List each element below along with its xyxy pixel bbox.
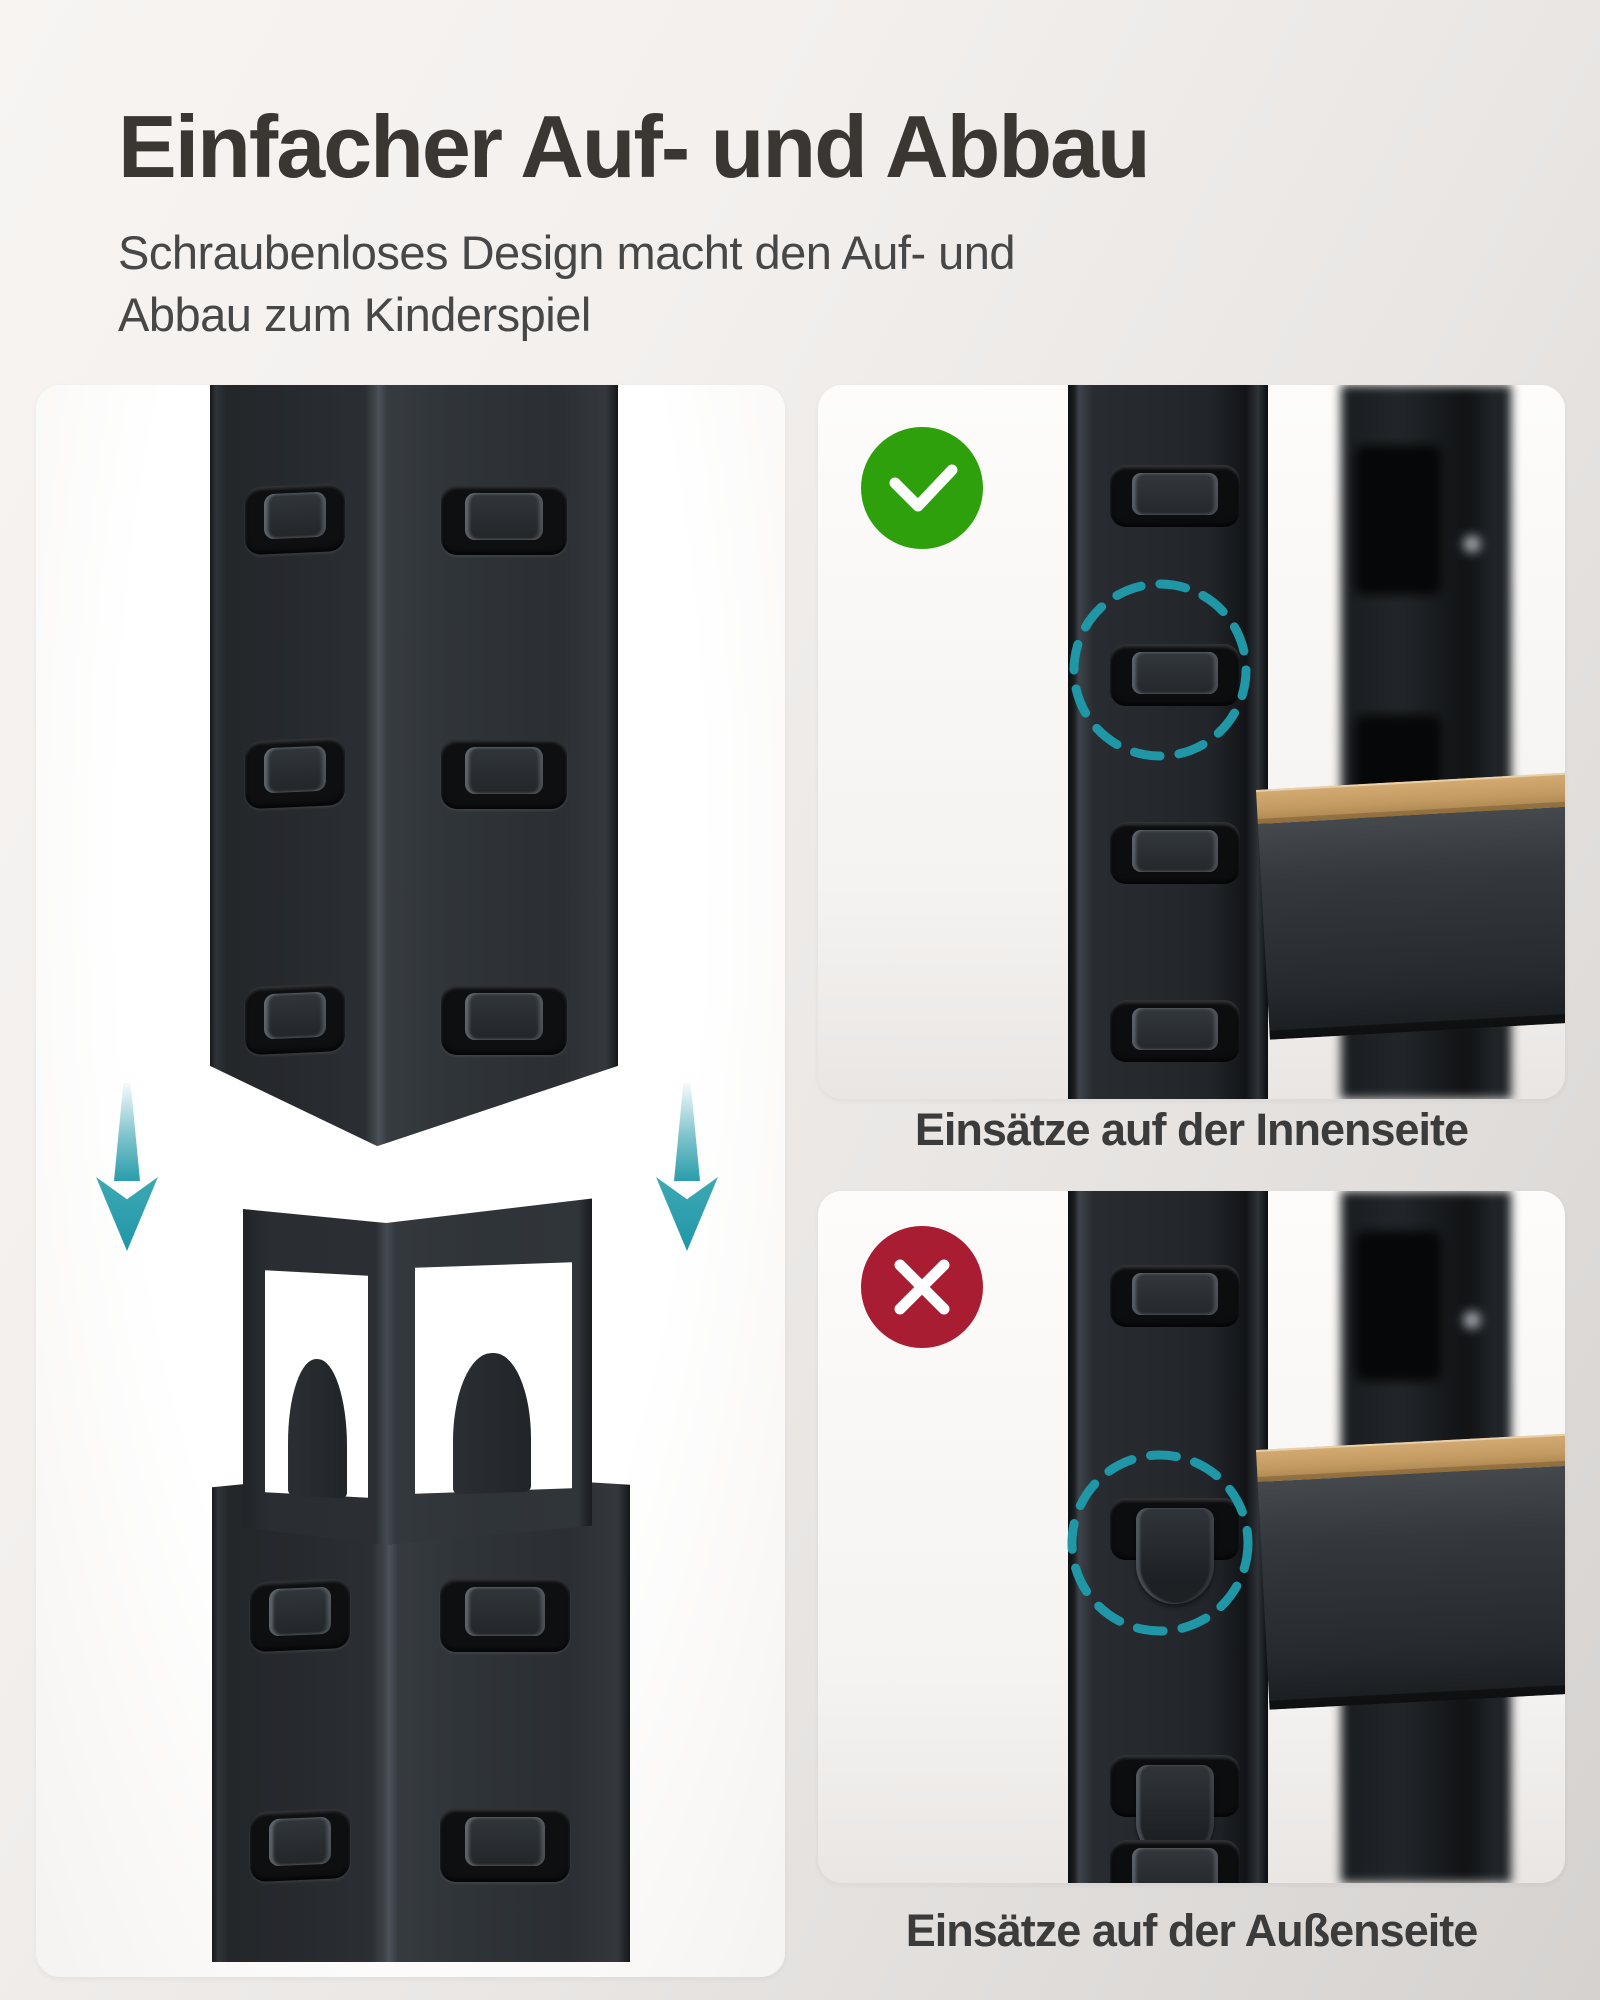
post-slot — [440, 1578, 570, 1652]
connector-sleeve — [243, 1198, 592, 1545]
outer-caption: Einsätze auf der Außenseite — [905, 1905, 1479, 1956]
shelf — [1256, 771, 1565, 1040]
post-slot — [441, 739, 567, 809]
post-slot — [441, 985, 567, 1055]
page-title: Einfacher Auf- und Abbau — [118, 97, 1151, 196]
post-slot — [245, 736, 345, 810]
check-icon — [861, 427, 983, 549]
page-subtitle: Schraubenloses Design macht den Auf- und… — [118, 226, 1016, 341]
cross-icon — [861, 1226, 983, 1348]
post-slot — [440, 1808, 570, 1882]
connector-window — [265, 1270, 368, 1499]
outer-example-panel — [818, 1191, 1565, 1883]
inner-example-panel — [818, 385, 1565, 1099]
post-slot — [1110, 1840, 1240, 1883]
post-slot-highlighted — [1110, 644, 1240, 706]
connector-arch-tab — [287, 1357, 348, 1499]
upper-corner-post — [210, 385, 618, 1147]
down-arrow-icon — [95, 1083, 159, 1251]
protruding-insert-tab — [1136, 1508, 1214, 1604]
post-slot — [250, 1577, 350, 1653]
down-arrow-icon — [655, 1083, 719, 1251]
inner-caption: Einsätze auf der Innenseite — [914, 1104, 1469, 1155]
post-slot — [245, 482, 345, 556]
assembly-panel — [36, 385, 785, 1977]
post-slot — [250, 1807, 350, 1883]
shelf-front — [1257, 1464, 1565, 1710]
connector-window — [415, 1262, 572, 1495]
post-slot — [245, 982, 345, 1056]
shelf-front — [1257, 805, 1565, 1040]
lower-corner-post — [212, 1470, 630, 1962]
shelf — [1256, 1432, 1565, 1710]
post-slot — [441, 485, 567, 555]
post-slot — [1110, 465, 1240, 527]
post-slot — [1110, 1000, 1240, 1062]
post-slot — [1110, 822, 1240, 884]
post-slot — [1110, 1265, 1240, 1327]
connector-arch-tab — [452, 1351, 532, 1495]
